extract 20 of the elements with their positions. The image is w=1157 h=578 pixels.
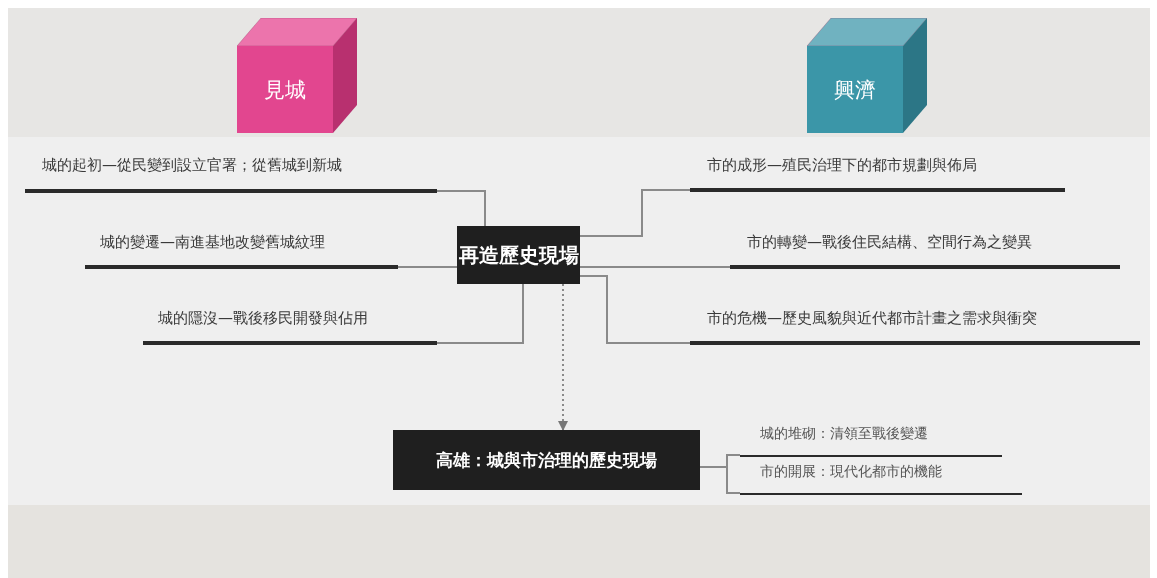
underlined-heading: 市的開展：現代化都市的機能 [740,459,1022,495]
underlined-heading: 城的堆砌：清領至戰後變遷 [740,421,1002,457]
connector-line [436,283,524,344]
underlined-heading: 城的變遷—南進基地改變舊城紋理 [85,229,398,269]
title-box: 再造歷史現場 [457,226,580,284]
connector-line [579,266,731,268]
underlined-heading: 市的轉變—戰後住民結構、空間行為之變異 [730,229,1120,269]
arrow [558,283,568,431]
connector-line [579,189,691,237]
underlined-heading: 市的成形—殖民治理下的都市規劃與佈局 [690,152,1065,192]
connector-line [579,275,691,344]
title-box: 高雄：城與市治理的歷史現場 [393,430,700,490]
cube-label: 見城 [263,76,307,104]
connector-line [436,190,486,227]
connector-line [699,466,741,494]
cube-label: 興濟 [833,76,877,104]
underlined-heading: 城的隱沒—戰後移民開發與佔用 [143,305,437,345]
underlined-heading: 市的危機—歷史風貌與近代都市計畫之需求與衝突 [690,305,1140,345]
underlined-heading: 城的起初—從民變到設立官署；從舊城到新城 [25,152,437,193]
connector-line [397,266,458,268]
